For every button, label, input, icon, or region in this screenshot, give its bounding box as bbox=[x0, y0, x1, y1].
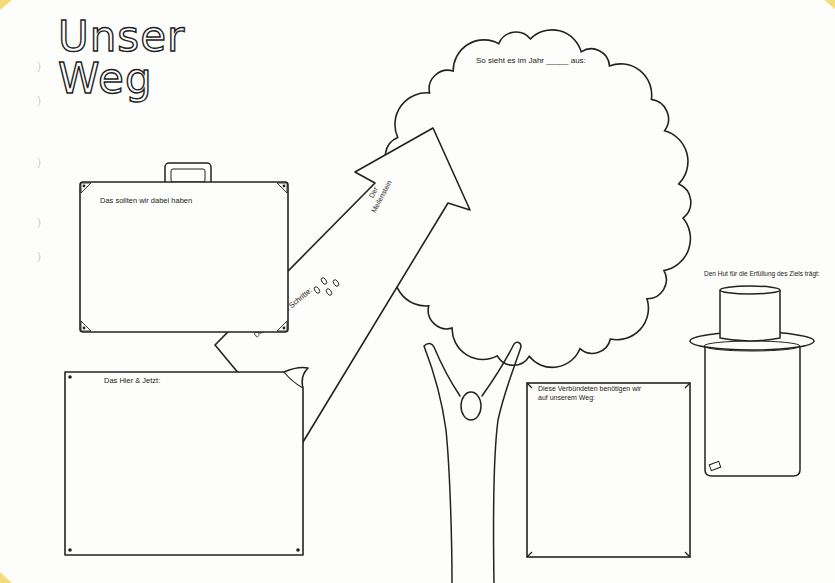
punch-mark bbox=[38, 96, 40, 106]
footprint bbox=[325, 288, 333, 296]
tape-corner bbox=[0, 0, 12, 10]
suitcase-handle-inner bbox=[171, 169, 205, 182]
note-sheet-outline bbox=[62, 366, 312, 560]
corner-tick bbox=[527, 383, 532, 388]
punch-mark bbox=[38, 252, 40, 262]
footprint bbox=[320, 277, 328, 285]
person-right-side bbox=[482, 342, 521, 583]
suitcase-corner bbox=[81, 183, 91, 193]
pin-dot bbox=[296, 548, 300, 552]
punch-marks bbox=[38, 62, 40, 262]
person-left-side bbox=[424, 343, 460, 583]
sheet-curl bbox=[284, 372, 303, 388]
person-figure bbox=[424, 342, 521, 583]
tape-corner bbox=[0, 572, 12, 583]
footsteps-symbol bbox=[313, 277, 340, 296]
footprint bbox=[313, 286, 321, 294]
corner-tick bbox=[527, 552, 532, 557]
blank-guide bbox=[530, 66, 556, 67]
suitcase-rivet bbox=[83, 327, 86, 330]
suitcase-rivet bbox=[283, 185, 286, 188]
pin-dot bbox=[68, 375, 72, 379]
punch-mark bbox=[38, 62, 40, 72]
poster-title: Unser Weg bbox=[58, 16, 208, 100]
box-heading: Diese Verbündeten benötigen wir auf unse… bbox=[538, 385, 650, 403]
punch-mark bbox=[38, 218, 40, 228]
hat-box-outline bbox=[688, 270, 830, 485]
corner-tick bbox=[685, 552, 690, 557]
sheet-outline bbox=[65, 368, 308, 556]
suitcase-corner bbox=[277, 183, 287, 193]
hat-top bbox=[720, 286, 780, 294]
allies-box-outline bbox=[524, 380, 694, 560]
hat-crown bbox=[720, 290, 780, 341]
suitcase-box: Das sollten wir dabei haben bbox=[78, 160, 292, 336]
box-heading: Das sollten wir dabei haben bbox=[100, 196, 280, 205]
corner-tick bbox=[685, 383, 690, 388]
pin-dot bbox=[68, 548, 72, 552]
hat-band bbox=[704, 341, 800, 351]
suitcase-box-outline bbox=[78, 160, 292, 336]
punch-mark bbox=[38, 158, 40, 168]
box-heading: Den Hut für die Erfüllung des Ziels träg… bbox=[704, 270, 828, 278]
suitcase-corner bbox=[277, 321, 287, 331]
suitcase-corner bbox=[81, 321, 91, 331]
suitcase-rivet bbox=[83, 185, 86, 188]
suitcase-body bbox=[80, 182, 288, 332]
suitcase-rivet bbox=[283, 327, 286, 330]
box-heading: So sieht es im Jahr _____ aus: bbox=[476, 56, 636, 66]
box-heading: Das Hier & Jetzt: bbox=[104, 376, 254, 385]
hat-stand bbox=[705, 346, 800, 476]
allies-outline bbox=[527, 383, 690, 557]
hat-tag bbox=[709, 461, 720, 470]
allies-box: Diese Verbündeten benötigen wir auf unse… bbox=[524, 380, 694, 560]
tape-corner bbox=[824, 0, 835, 9]
note-sheet: Das Hier & Jetzt: bbox=[62, 366, 312, 560]
hat-box: Den Hut für die Erfüllung des Ziels träg… bbox=[688, 270, 830, 485]
footprint bbox=[332, 279, 340, 287]
person-head bbox=[461, 392, 481, 420]
